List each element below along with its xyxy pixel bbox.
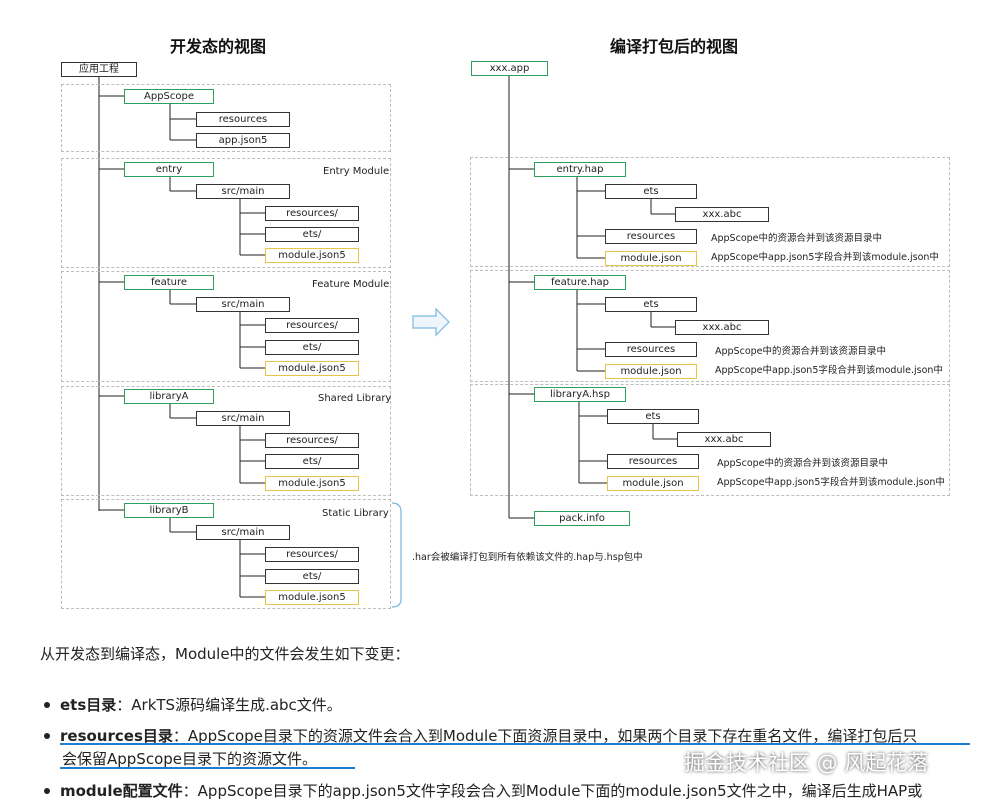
bullet-text: ：AppScope目录下的资源文件会合入到Module下面资源目录中，如果两个目… xyxy=(172,727,918,745)
dev-root-box: 应用工程 xyxy=(61,62,137,77)
watermark: 掘金技术社区 @ 风起花落 xyxy=(684,751,929,775)
bullet-term: resources目录 xyxy=(60,727,173,745)
feature-resources-box: resources/ xyxy=(265,318,359,333)
librarya-hsp-module-json-box: module.json xyxy=(607,476,699,491)
entry-src-main-box: src/main xyxy=(196,184,290,199)
feature-src-main-box: src/main xyxy=(196,297,290,312)
libraryb-resources-box: resources/ xyxy=(265,547,359,562)
appscope-group xyxy=(61,84,391,152)
appscope-resources-box: resources xyxy=(196,112,290,127)
libraryb-module-json5-box: module.json5 xyxy=(265,590,359,605)
librarya-resources-note: AppScope中的资源合并到该资源目录中 xyxy=(717,458,889,469)
librarya-module-json5-box: module.json5 xyxy=(265,476,359,491)
entry-box: entry xyxy=(124,162,214,177)
entry-module-group xyxy=(61,158,391,268)
pack-info-box: pack.info xyxy=(534,511,630,526)
highlight-underline xyxy=(60,767,355,769)
entry-module-tag: Entry Module xyxy=(323,166,390,177)
bullet-module-config: module配置文件：AppScope目录下的app.json5文件字段会合入到… xyxy=(44,780,922,800)
article-content: 从开发态到编译态，Module中的文件会发生如下变更： ets目录：ArkTS源… xyxy=(0,615,993,800)
feature-module-note: AppScope中app.json5字段合并到该module.json中 xyxy=(715,365,943,376)
build-view-title: 编译打包后的视图 xyxy=(610,37,739,56)
bullet-dot xyxy=(44,732,50,739)
shared-library-group xyxy=(61,386,391,496)
entry-resources-note: AppScope中的资源合并到该资源目录中 xyxy=(711,233,883,244)
feature-hap-box: feature.hap xyxy=(534,275,626,290)
entry-module-note: AppScope中app.json5字段合并到该module.json中 xyxy=(711,252,939,263)
librarya-hsp-box: libraryA.hsp xyxy=(534,387,626,402)
feature-resources-note: AppScope中的资源合并到该资源目录中 xyxy=(715,346,887,357)
feature-hap-group xyxy=(470,270,950,382)
feature-ets-box: ets/ xyxy=(265,340,359,355)
librarya-ets-box: ets/ xyxy=(265,454,359,469)
libraryb-ets-box: ets/ xyxy=(265,569,359,584)
entry-hap-ets-box: ets xyxy=(605,184,697,199)
shared-library-tag: Shared Library xyxy=(318,393,392,404)
entry-module-json5-box: module.json5 xyxy=(265,248,359,263)
bullet-term: ets目录 xyxy=(60,696,117,714)
librarya-resources-box: resources/ xyxy=(265,433,359,448)
bullet-dot xyxy=(44,701,50,708)
bullet-term: module配置文件 xyxy=(60,782,183,800)
bullet-text: ：AppScope目录下的app.json5文件字段会合入到Module下面的m… xyxy=(182,782,923,800)
app-json5-box: app.json5 xyxy=(196,133,290,148)
libraryb-src-main-box: src/main xyxy=(196,525,290,540)
entry-hap-group xyxy=(470,157,950,267)
build-root-box: xxx.app xyxy=(471,61,548,76)
entry-hap-abc-box: xxx.abc xyxy=(675,207,769,222)
highlight-underline xyxy=(60,743,970,745)
libraryb-box: libraryB xyxy=(124,503,214,518)
feature-hap-resources-box: resources xyxy=(605,342,697,357)
feature-hap-ets-box: ets xyxy=(605,297,697,312)
feature-module-json5-box: module.json5 xyxy=(265,361,359,376)
bullet-ets: ets目录：ArkTS源码编译生成.abc文件。 xyxy=(44,694,342,715)
feature-hap-module-json-box: module.json xyxy=(605,364,697,379)
directory-structure-diagram: 开发态的视图 编译打包后的视图 Entry Module Feature Mod… xyxy=(61,37,950,609)
librarya-src-main-box: src/main xyxy=(196,411,290,426)
librarya-module-note: AppScope中app.json5字段合并到该module.json中 xyxy=(717,477,945,488)
transform-arrow-icon xyxy=(412,307,450,337)
tree-connector-lines xyxy=(98,76,677,608)
har-note: .har会被编译打包到所有依赖该文件的.hap与.hsp包中 xyxy=(412,552,643,563)
bullet-resources-continuation: 会保留AppScope目录下的资源文件。 xyxy=(62,750,318,768)
feature-hap-abc-box: xxx.abc xyxy=(675,320,769,335)
librarya-hsp-ets-box: ets xyxy=(607,409,699,424)
appscope-box: AppScope xyxy=(124,89,214,104)
static-library-tag: Static Library xyxy=(322,508,389,519)
bullet-text: ：ArkTS源码编译生成.abc文件。 xyxy=(116,696,342,714)
entry-ets-box: ets/ xyxy=(265,227,359,242)
bullet-resources: resources目录：AppScope目录下的资源文件会合入到Module下面… xyxy=(44,725,917,746)
librarya-hsp-abc-box: xxx.abc xyxy=(677,432,771,447)
entry-resources-box: resources/ xyxy=(265,206,359,221)
static-library-bracket xyxy=(391,502,402,608)
librarya-box: libraryA xyxy=(124,389,214,404)
entry-hap-resources-box: resources xyxy=(605,229,697,244)
static-library-group xyxy=(61,499,391,609)
bullet-dot xyxy=(44,787,50,794)
feature-module-group xyxy=(61,271,391,382)
librarya-hsp-group xyxy=(470,384,950,496)
entry-hap-box: entry.hap xyxy=(534,162,626,177)
feature-module-tag: Feature Module xyxy=(312,279,390,290)
dev-view-title: 开发态的视图 xyxy=(170,37,267,56)
feature-box: feature xyxy=(124,275,214,290)
entry-hap-module-json-box: module.json xyxy=(605,251,697,266)
librarya-hsp-resources-box: resources xyxy=(607,454,699,469)
intro-paragraph: 从开发态到编译态，Module中的文件会发生如下变更： xyxy=(40,645,410,663)
